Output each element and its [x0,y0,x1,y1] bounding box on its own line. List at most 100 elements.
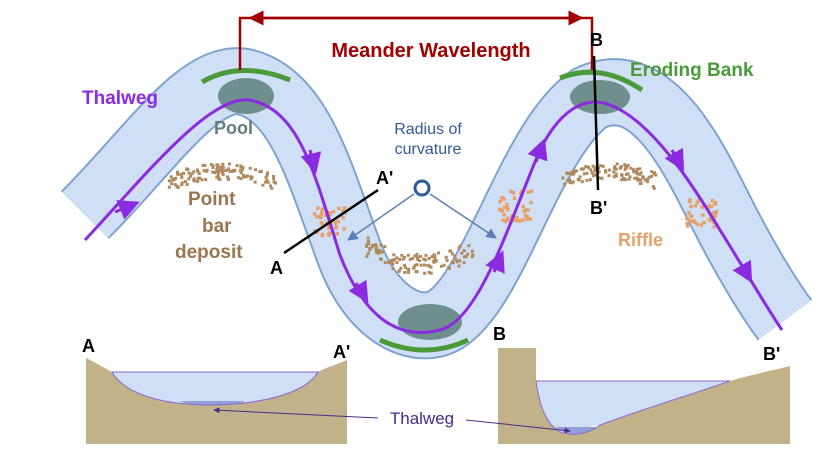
sediment-dot [389,258,393,262]
sediment-dot [424,253,428,257]
sediment-dot [578,175,582,179]
sediment-dot [699,223,703,227]
sediment-dot [424,258,428,262]
sediment-dot [192,177,196,181]
sediment-dot [175,184,179,188]
sediment-dot [525,215,530,219]
sediment-dot [641,175,645,179]
sediment-dot [320,210,324,214]
sediment-dot [505,205,509,209]
sediment-dot [575,169,579,173]
sediment-dot [440,264,443,268]
sediment-dot [404,266,408,270]
sediment-dot [180,183,184,187]
sediment-dot [638,167,642,171]
sediment-dot [604,170,608,174]
sediment-dot [202,169,206,173]
sediment-dot [261,183,265,187]
pool-label: Pool [214,118,253,138]
sediment-dot [571,180,575,184]
sediment-dot [650,174,654,178]
sediment-dot [635,167,639,171]
sediment-dot [328,211,333,215]
sediment-dot [327,233,331,237]
sediment-dot [413,263,417,267]
sediment-dot [198,176,202,180]
sediment-dot [381,250,385,254]
sediment-dot [400,253,404,257]
sediment-dot [392,258,396,262]
sediment-dot [320,207,325,211]
sediment-dot [232,168,236,172]
sediment-dot [215,163,219,167]
sediment-dot [689,214,694,219]
sediment-dot [408,257,412,261]
sediment-dot [455,260,459,264]
sediment-dot [248,166,252,170]
sediment-dot [192,170,196,174]
sediment-dot [635,176,639,180]
sediment-dot [272,177,276,181]
thalweg-arrow-1 [114,200,140,220]
sediment-dot [593,173,597,177]
sediment-dot [187,177,191,181]
sediment-dot [579,167,583,171]
a-label: A [270,258,283,278]
sediment-dot [693,220,697,224]
sediment-dot [316,206,320,210]
sediment-dot [204,169,208,173]
sediment-dot [264,175,268,179]
sediment-dot [341,209,345,213]
sediment-dot [415,270,419,274]
sediment-dot [374,247,378,251]
sediment-dot [196,179,200,183]
sediment-dot [464,255,468,258]
sediment-dot [529,200,533,205]
sediment-dot [201,164,205,167]
eroding-bank-arc-2 [378,337,470,353]
sediment-dot [215,168,219,172]
sediment-dot [463,255,466,259]
sediment-dot [391,262,395,266]
sediment-dot [235,164,239,168]
sediment-dot [327,224,331,228]
sediment-dot [529,189,534,193]
sediment-dot [685,217,689,221]
sediment-dot [415,263,419,267]
thalweg-arrow-3 [348,279,369,304]
sediment-dot [643,178,647,182]
sediment-dot [470,255,474,259]
sediment-dot [222,169,226,173]
sediment-dot [565,171,569,175]
sediment-dot [321,223,325,227]
sediment-dot [639,178,643,182]
sediment-dot [238,169,242,173]
sediment-dot [515,216,519,220]
sediment-dot [432,254,436,258]
sediment-dot [521,218,525,222]
sediment-dot [228,162,231,166]
sediment-dot [458,259,462,263]
sediment-dot [375,250,379,254]
eroding-bank-arc-1 [200,68,291,85]
sediment-dot [320,233,325,238]
sediment-dot [200,178,204,182]
b-prime-label: B' [590,198,607,218]
thalweg-arrow-5 [527,138,548,163]
sediment-dot [217,176,221,179]
sediment-dot [460,251,464,255]
sediment-dot [423,263,426,267]
sediment-dot [522,209,527,213]
sediment-dot [622,177,626,180]
sediment-dot [433,256,437,260]
point-bar-deposit-2 [365,236,475,275]
sediment-dot [241,166,245,170]
sediment-dot [632,170,636,174]
sediment-dot [272,180,276,184]
sediment-dot [327,226,331,230]
sediment-dot [626,172,630,176]
pool-1 [218,78,274,114]
sediment-dot [685,221,690,226]
sediment-dot [211,170,215,174]
